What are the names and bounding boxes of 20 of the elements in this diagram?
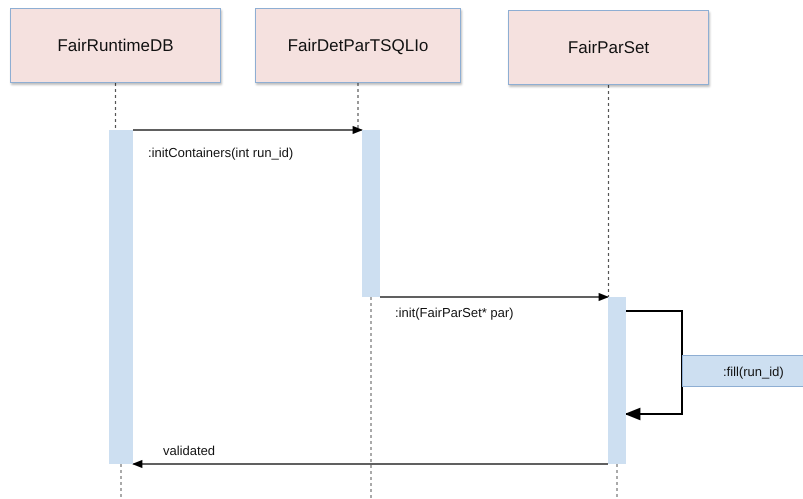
activation-bar — [362, 130, 380, 297]
participant-box — [255, 8, 461, 83]
lifeline — [357, 83, 359, 130]
participant-box — [508, 10, 709, 85]
participant-name: FairRuntimeDB — [57, 36, 174, 56]
participant-name: FairParSet — [568, 38, 650, 58]
participant-box — [10, 8, 221, 83]
lifeline — [114, 83, 116, 130]
edge-label: :fill(run_id) — [682, 355, 803, 387]
message-arrow — [133, 126, 364, 134]
lifeline — [608, 85, 610, 297]
edge-label: :init(FairParSet* par) — [395, 305, 514, 320]
edge-label: :initContainers(int run_id) — [148, 145, 294, 160]
message-arrow — [132, 460, 608, 468]
activation-bar — [608, 297, 626, 464]
participant-name: FairDetParTSQLIo — [288, 36, 428, 56]
message-arrow — [380, 292, 610, 302]
self-message-arrow — [624, 310, 683, 420]
activation-bar — [109, 130, 133, 464]
edge-label: validated — [163, 443, 216, 458]
